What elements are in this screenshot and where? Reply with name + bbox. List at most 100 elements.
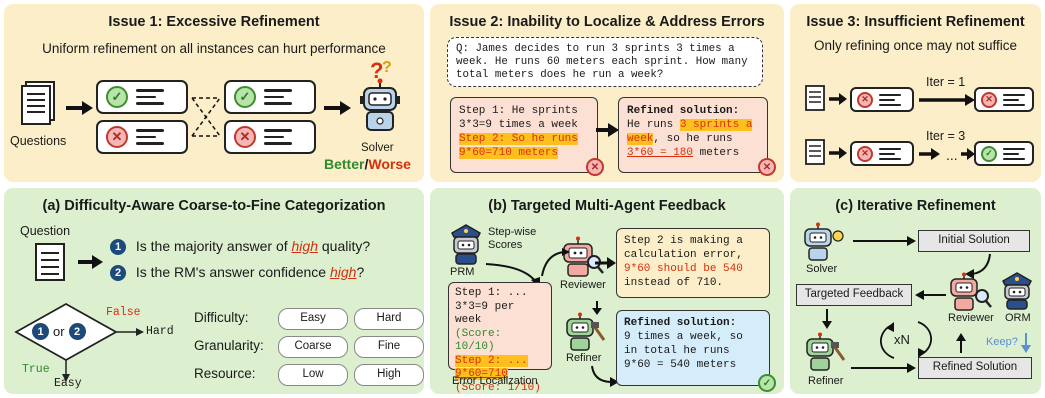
better-worse: Better/Worse: [324, 156, 411, 172]
reviewer-robot-icon: [950, 272, 992, 311]
number-1-icon: 1: [110, 239, 126, 256]
arrow-icon: [78, 255, 103, 269]
answer-box-wrong: ✕: [96, 120, 188, 154]
arrow-icon: [851, 363, 916, 373]
questions-label: Questions: [10, 134, 67, 148]
solver-robot-icon: ? ?: [360, 58, 400, 131]
arrow-icon: [961, 148, 975, 160]
curved-arrow: [541, 248, 570, 277]
reviewer-label: Reviewer: [560, 279, 606, 291]
issue1-subtitle: Uniform refinement on all instances can …: [42, 41, 386, 56]
arrow-icon: [919, 94, 975, 106]
easy-label: Easy: [54, 377, 82, 390]
question-document-icon: [35, 243, 65, 281]
cross-icon: ✕: [981, 91, 997, 108]
hard-option: Hard: [354, 308, 424, 330]
refiner-label: Refiner: [566, 352, 602, 364]
crossing-arrows: [191, 97, 221, 137]
difficulty-label: Difficulty:: [194, 310, 249, 325]
issue1-title: Issue 1: Excessive Refinement: [108, 14, 320, 30]
refined-solution-box: Refined solution: 9 times a week, so in …: [616, 310, 770, 386]
criterion-1-em: high: [291, 238, 318, 254]
panel-a: (a) Difficulty-Aware Coarse-to-Fine Cate…: [4, 188, 424, 394]
issue3-panel: Issue 3: Insufficient Refinement Only re…: [790, 4, 1041, 182]
panel-c-title: (c) Iterative Refinement: [835, 198, 996, 214]
error-localization-label: Error Localization: [452, 375, 538, 387]
curved-arrow: [965, 253, 991, 279]
criterion-1-pre: Is the majority answer of: [135, 238, 292, 254]
steps-line-6: (Score: 1/10): [455, 381, 541, 394]
cross-icon: ✕: [857, 91, 873, 108]
orm-robot-icon: [1002, 272, 1032, 310]
questions-document-icon: [21, 81, 55, 125]
coarse-option: Coarse: [278, 336, 348, 358]
check-icon: ✓: [106, 86, 128, 108]
refined-a: He runs: [627, 119, 680, 131]
document-icon: [805, 139, 825, 165]
answer-box-wrong: ✕: [850, 87, 914, 112]
refined-solution-box: Refined Solution: [918, 357, 1032, 379]
iter3-label: Iter = 3: [926, 129, 966, 143]
arrow-icon: [956, 333, 966, 353]
prm-robot-icon: [451, 224, 481, 265]
feedback-red: 9*60 should be 540: [624, 263, 743, 275]
high-option: High: [354, 364, 424, 386]
arrow-icon: [822, 309, 832, 329]
slash: /: [364, 156, 369, 172]
criterion-2-pre: Is the RM's answer confidence: [135, 264, 330, 280]
arrow-icon: [596, 123, 619, 137]
solver-robot-icon: [804, 222, 844, 261]
answer-box-wrong: ✕: [850, 141, 914, 166]
steps-line-5: 9*60=710: [455, 368, 508, 380]
feedback-box: Step 2 is making a calculation error, 9*…: [616, 228, 770, 298]
arrow-icon: [66, 101, 93, 115]
refiner-robot-icon: [806, 332, 846, 371]
iter1-label: Iter = 1: [926, 75, 966, 89]
issue3-subtitle: Only refining once may not suffice: [813, 38, 1018, 53]
question-label: Question: [20, 224, 71, 238]
number-2-icon: 2: [110, 265, 126, 282]
arrow-icon: [595, 257, 616, 269]
steps-line-3: (Score: 10/10): [455, 327, 502, 354]
decision-diamond: [14, 302, 144, 382]
answer-box-correct: ✓: [96, 80, 188, 114]
arrow-icon: [919, 148, 940, 160]
steps-scored-box: Step 1: ... 3*3=9 per week (Score: 10/10…: [448, 282, 552, 394]
step2-text: Step 2: So he runs 9*60=710 meters: [459, 133, 578, 159]
refined-body: 9 times a week, so in total he runs 9*60…: [624, 331, 743, 371]
arrow-icon: [829, 147, 847, 159]
refined-head: Refined solution:: [624, 317, 737, 329]
fine-option: Fine: [354, 336, 424, 358]
number-2-icon: 2: [68, 323, 86, 340]
easy-option: Easy: [278, 308, 348, 330]
granularity-label: Granularity:: [194, 338, 264, 353]
document-icon: [805, 85, 825, 111]
solver-label: Solver: [361, 142, 394, 154]
refined-head: Refined solution:: [627, 105, 740, 117]
better-label: Better: [324, 156, 365, 172]
low-option: Low: [278, 364, 348, 386]
prm-label: PRM: [450, 266, 475, 278]
check-icon: ✓: [234, 86, 256, 108]
initial-solution-box: Initial Solution: [918, 230, 1030, 252]
arrow-icon: [829, 93, 847, 105]
svg-text:?: ?: [370, 58, 383, 83]
refined-b: , so he runs: [653, 133, 733, 145]
ellipsis: ...: [946, 147, 958, 163]
arrow-icon: [1021, 333, 1031, 353]
arrow-icon: [853, 236, 916, 246]
question-box: Q: James decides to run 3 sprints 3 time…: [447, 37, 763, 87]
or-label: or: [53, 324, 65, 339]
criterion-2: 2 Is the RM's answer confidence high?: [110, 264, 364, 282]
issue2-panel: Issue 2: Inability to Localize & Address…: [430, 4, 784, 182]
refined-c: meters: [693, 147, 740, 159]
false-label: False: [106, 306, 141, 319]
answer-box-wrong-2: ✕: [224, 120, 316, 154]
true-label: True: [22, 363, 50, 376]
arrow-icon: [915, 290, 946, 300]
issue1-panel: Issue 1: Excessive Refinement Uniform re…: [4, 4, 424, 182]
refined-solution-box: Refined solution: He runs 3 sprints a we…: [618, 97, 768, 173]
number-1-icon: 1: [32, 323, 49, 340]
steps-line-2: 3*3=9 per week: [455, 300, 515, 327]
targeted-feedback-box: Targeted Feedback: [796, 284, 912, 306]
